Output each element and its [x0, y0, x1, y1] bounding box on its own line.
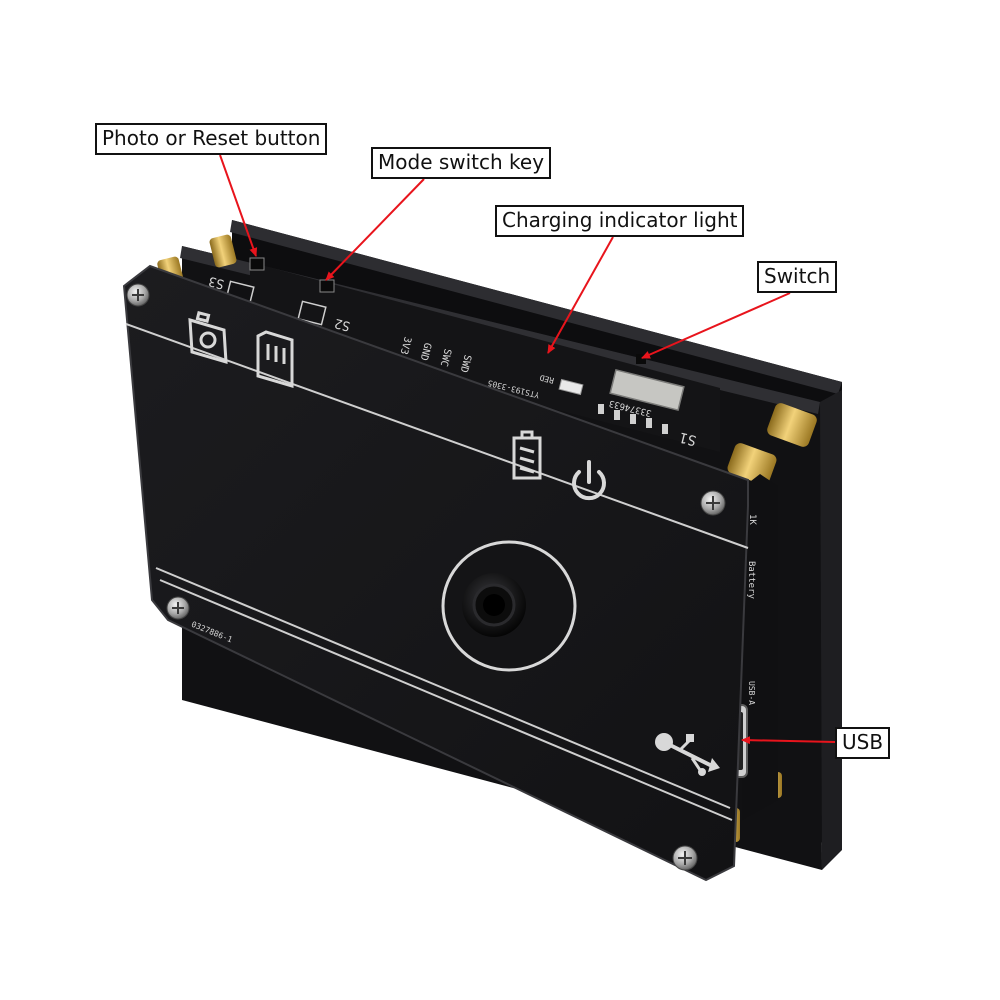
- screw-bottom-left: [166, 596, 190, 620]
- front-panel: 0327886-1: [122, 264, 749, 882]
- arrow-usb: [741, 736, 836, 745]
- pin-3v3-label: 3V3: [398, 335, 413, 355]
- power-slide-switch[interactable]: [609, 368, 685, 412]
- photo-reset-button[interactable]: [249, 257, 265, 271]
- arrow-mode-switch: [325, 178, 425, 281]
- mode-switch-button[interactable]: [319, 279, 335, 293]
- arrow-charging: [547, 236, 614, 354]
- usb-icon: [655, 733, 720, 776]
- callout-mode-switch-key: Mode switch key: [371, 147, 552, 179]
- callout-charging-indicator: Charging indicator light: [495, 205, 745, 237]
- pin-swd-label: SWD: [458, 353, 473, 373]
- pin-swc-label: SWC: [438, 347, 453, 367]
- arrow-photo-reset: [219, 154, 258, 257]
- battery-icon: [512, 430, 542, 480]
- pin-gnd-label: GND: [418, 341, 433, 361]
- s2-label: S2: [333, 315, 352, 333]
- top-edge-components: S3 S2 3V3 GND SWC SWD RED YTS193-3305 33…: [207, 257, 720, 452]
- arrow-switch: [641, 292, 791, 359]
- battery-label: Battery: [746, 561, 756, 600]
- callout-photo-reset-button: Photo or Reset button: [95, 123, 328, 155]
- tripod-mount: [441, 540, 577, 672]
- red-label: RED: [539, 373, 555, 385]
- callout-switch: Switch: [757, 261, 838, 293]
- s3-label: S3: [207, 273, 226, 291]
- sd-card-icon: [256, 330, 294, 389]
- s1-label: S1: [678, 429, 698, 449]
- side-1k-label: 1K: [747, 514, 757, 525]
- side-usb-label: USB-A: [747, 681, 756, 705]
- camera-icon: [188, 311, 228, 365]
- screw-top-left: [126, 283, 150, 307]
- screw-top-right: [700, 490, 726, 516]
- callout-usb: USB: [835, 727, 891, 759]
- screws: [126, 283, 726, 871]
- charging-led: [558, 378, 584, 396]
- screw-bottom-right: [672, 845, 698, 871]
- power-icon: [572, 460, 606, 501]
- callout-arrows: [219, 154, 836, 745]
